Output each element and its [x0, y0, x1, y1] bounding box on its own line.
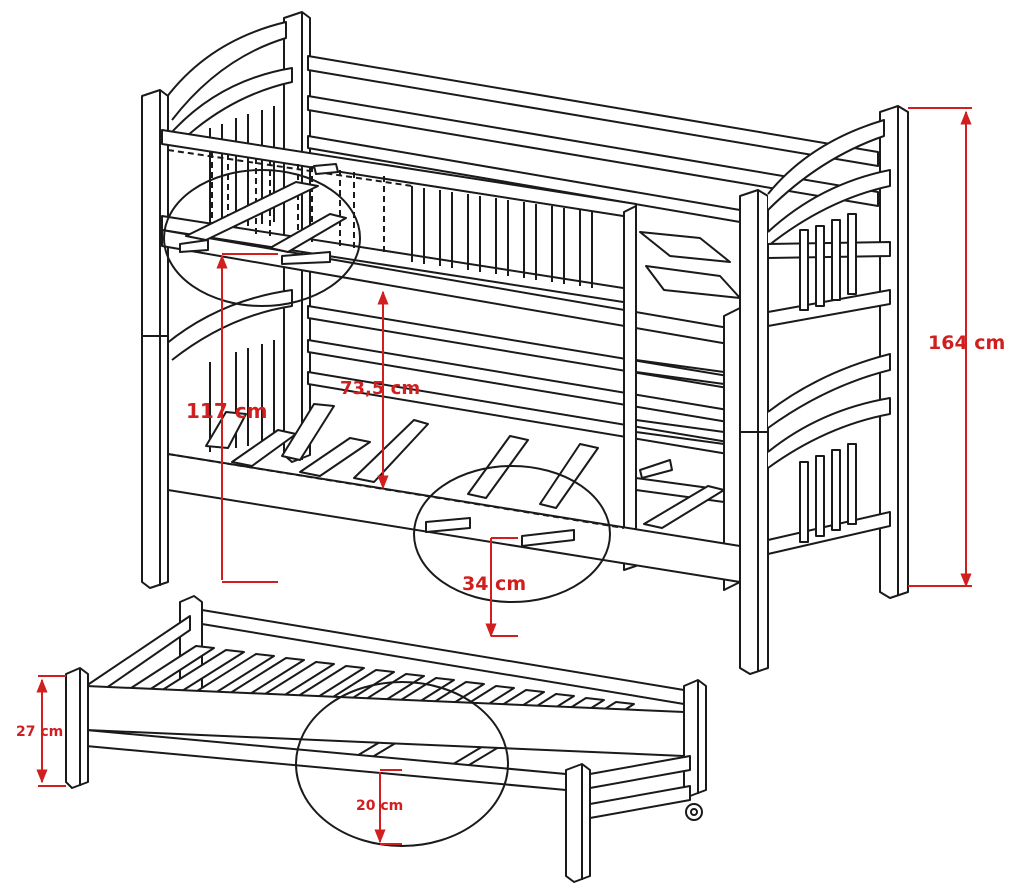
- label-trundle-mattress-height: 20 cm: [356, 798, 403, 814]
- label-upper-bed-height: 117 cm: [186, 399, 267, 423]
- label-lower-bed-height: 34 cm: [462, 573, 526, 595]
- detail-circles: [163, 169, 611, 847]
- lower-slat-detail-circle: [413, 465, 611, 603]
- upper-slat-detail-circle: [163, 169, 361, 307]
- lower-bunk: [167, 403, 741, 583]
- back-right-post: [879, 105, 909, 599]
- trundle-slat-detail-circle: [295, 681, 509, 847]
- trundle: [65, 595, 707, 883]
- front-right-post: [739, 189, 769, 675]
- label-trundle-height: 27 cm: [16, 724, 63, 740]
- upper-slats: [179, 163, 741, 299]
- dimension-lines: [36, 107, 972, 845]
- right-headboard-bottom: [767, 353, 891, 555]
- bunk-bed-frame: [65, 11, 909, 883]
- label-total-height: 164 cm: [928, 332, 1005, 354]
- right-headboard-top: [767, 119, 891, 327]
- front-left-post: [141, 89, 169, 589]
- label-clearance: 73,5 cm: [340, 378, 420, 399]
- dimension-labels: 164 cm 117 cm 73,5 cm 34 cm 27 cm 20 cm: [16, 332, 1005, 814]
